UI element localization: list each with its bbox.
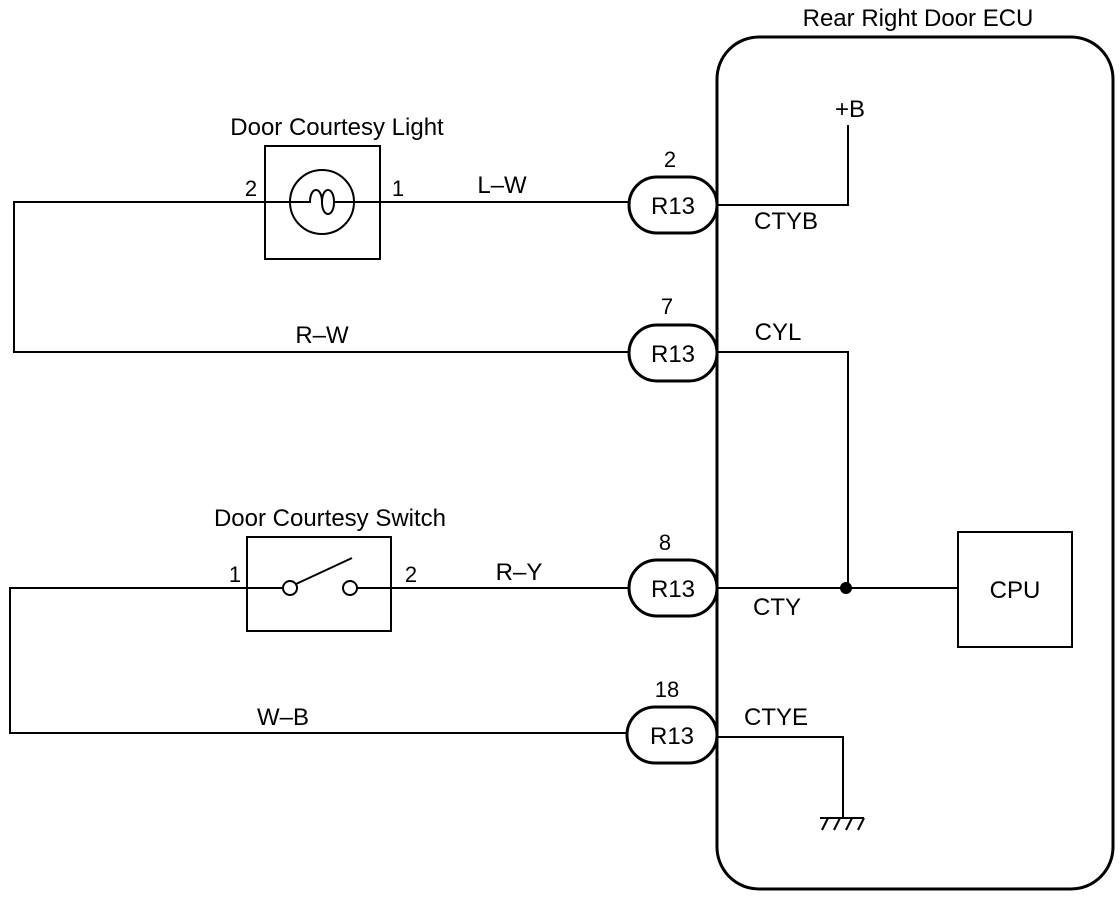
cpu-box	[957, 531, 1073, 648]
connector-code: R13	[650, 723, 694, 750]
connector-pin-number: 2	[664, 147, 676, 172]
connector-pin-number: 18	[655, 677, 679, 702]
wire-color-wb: W–B	[257, 704, 309, 731]
light-pin-right: 1	[392, 176, 404, 201]
ground-wire	[717, 736, 844, 817]
wire-rw	[13, 201, 630, 353]
wire-color-lw: L–W	[477, 172, 527, 199]
terminal-cty: CTY	[753, 594, 801, 621]
connector-r13-pin2: R13 2	[627, 147, 719, 235]
connector-pin-number: 8	[659, 530, 671, 555]
courtesy-switch-title: Door Courtesy Switch	[214, 505, 446, 532]
switch-contact-left	[282, 580, 298, 596]
power-label: +B	[835, 96, 865, 123]
ecu-title: Rear Right Door ECU	[803, 5, 1034, 32]
connector-r13-pin7: R13 7	[627, 294, 719, 383]
switch-pin-right: 2	[405, 562, 417, 587]
courtesy-switch-box	[246, 536, 392, 632]
connector-code: R13	[651, 341, 695, 368]
ecu-box	[715, 35, 1115, 891]
connector-code: R13	[651, 576, 695, 603]
terminal-cyl: CYL	[755, 319, 802, 346]
connector-r13-pin8: R13 8	[627, 530, 719, 618]
power-wire	[717, 125, 849, 206]
switch-blade-icon	[295, 557, 353, 585]
terminal-ctyb: CTYB	[754, 208, 818, 235]
courtesy-light-title: Door Courtesy Light	[230, 114, 444, 141]
connector-r13-pin18: R13 18	[625, 677, 719, 765]
junction-dot	[840, 582, 852, 594]
wire-color-ry: R–Y	[496, 559, 543, 586]
light-pin-left: 2	[245, 176, 257, 201]
switch-pin-left: 1	[229, 562, 241, 587]
terminal-ctye: CTYE	[744, 704, 808, 731]
switch-contact-right	[342, 580, 358, 596]
bulb-filament	[290, 189, 354, 215]
cyl-internal-wire	[717, 351, 849, 588]
connector-pin-number: 7	[661, 294, 673, 319]
connector-code: R13	[651, 193, 695, 220]
cpu-label: CPU	[990, 577, 1041, 604]
wire-wb	[9, 587, 628, 734]
wire-color-rw: R–W	[295, 322, 349, 349]
ground-icon	[820, 817, 865, 831]
